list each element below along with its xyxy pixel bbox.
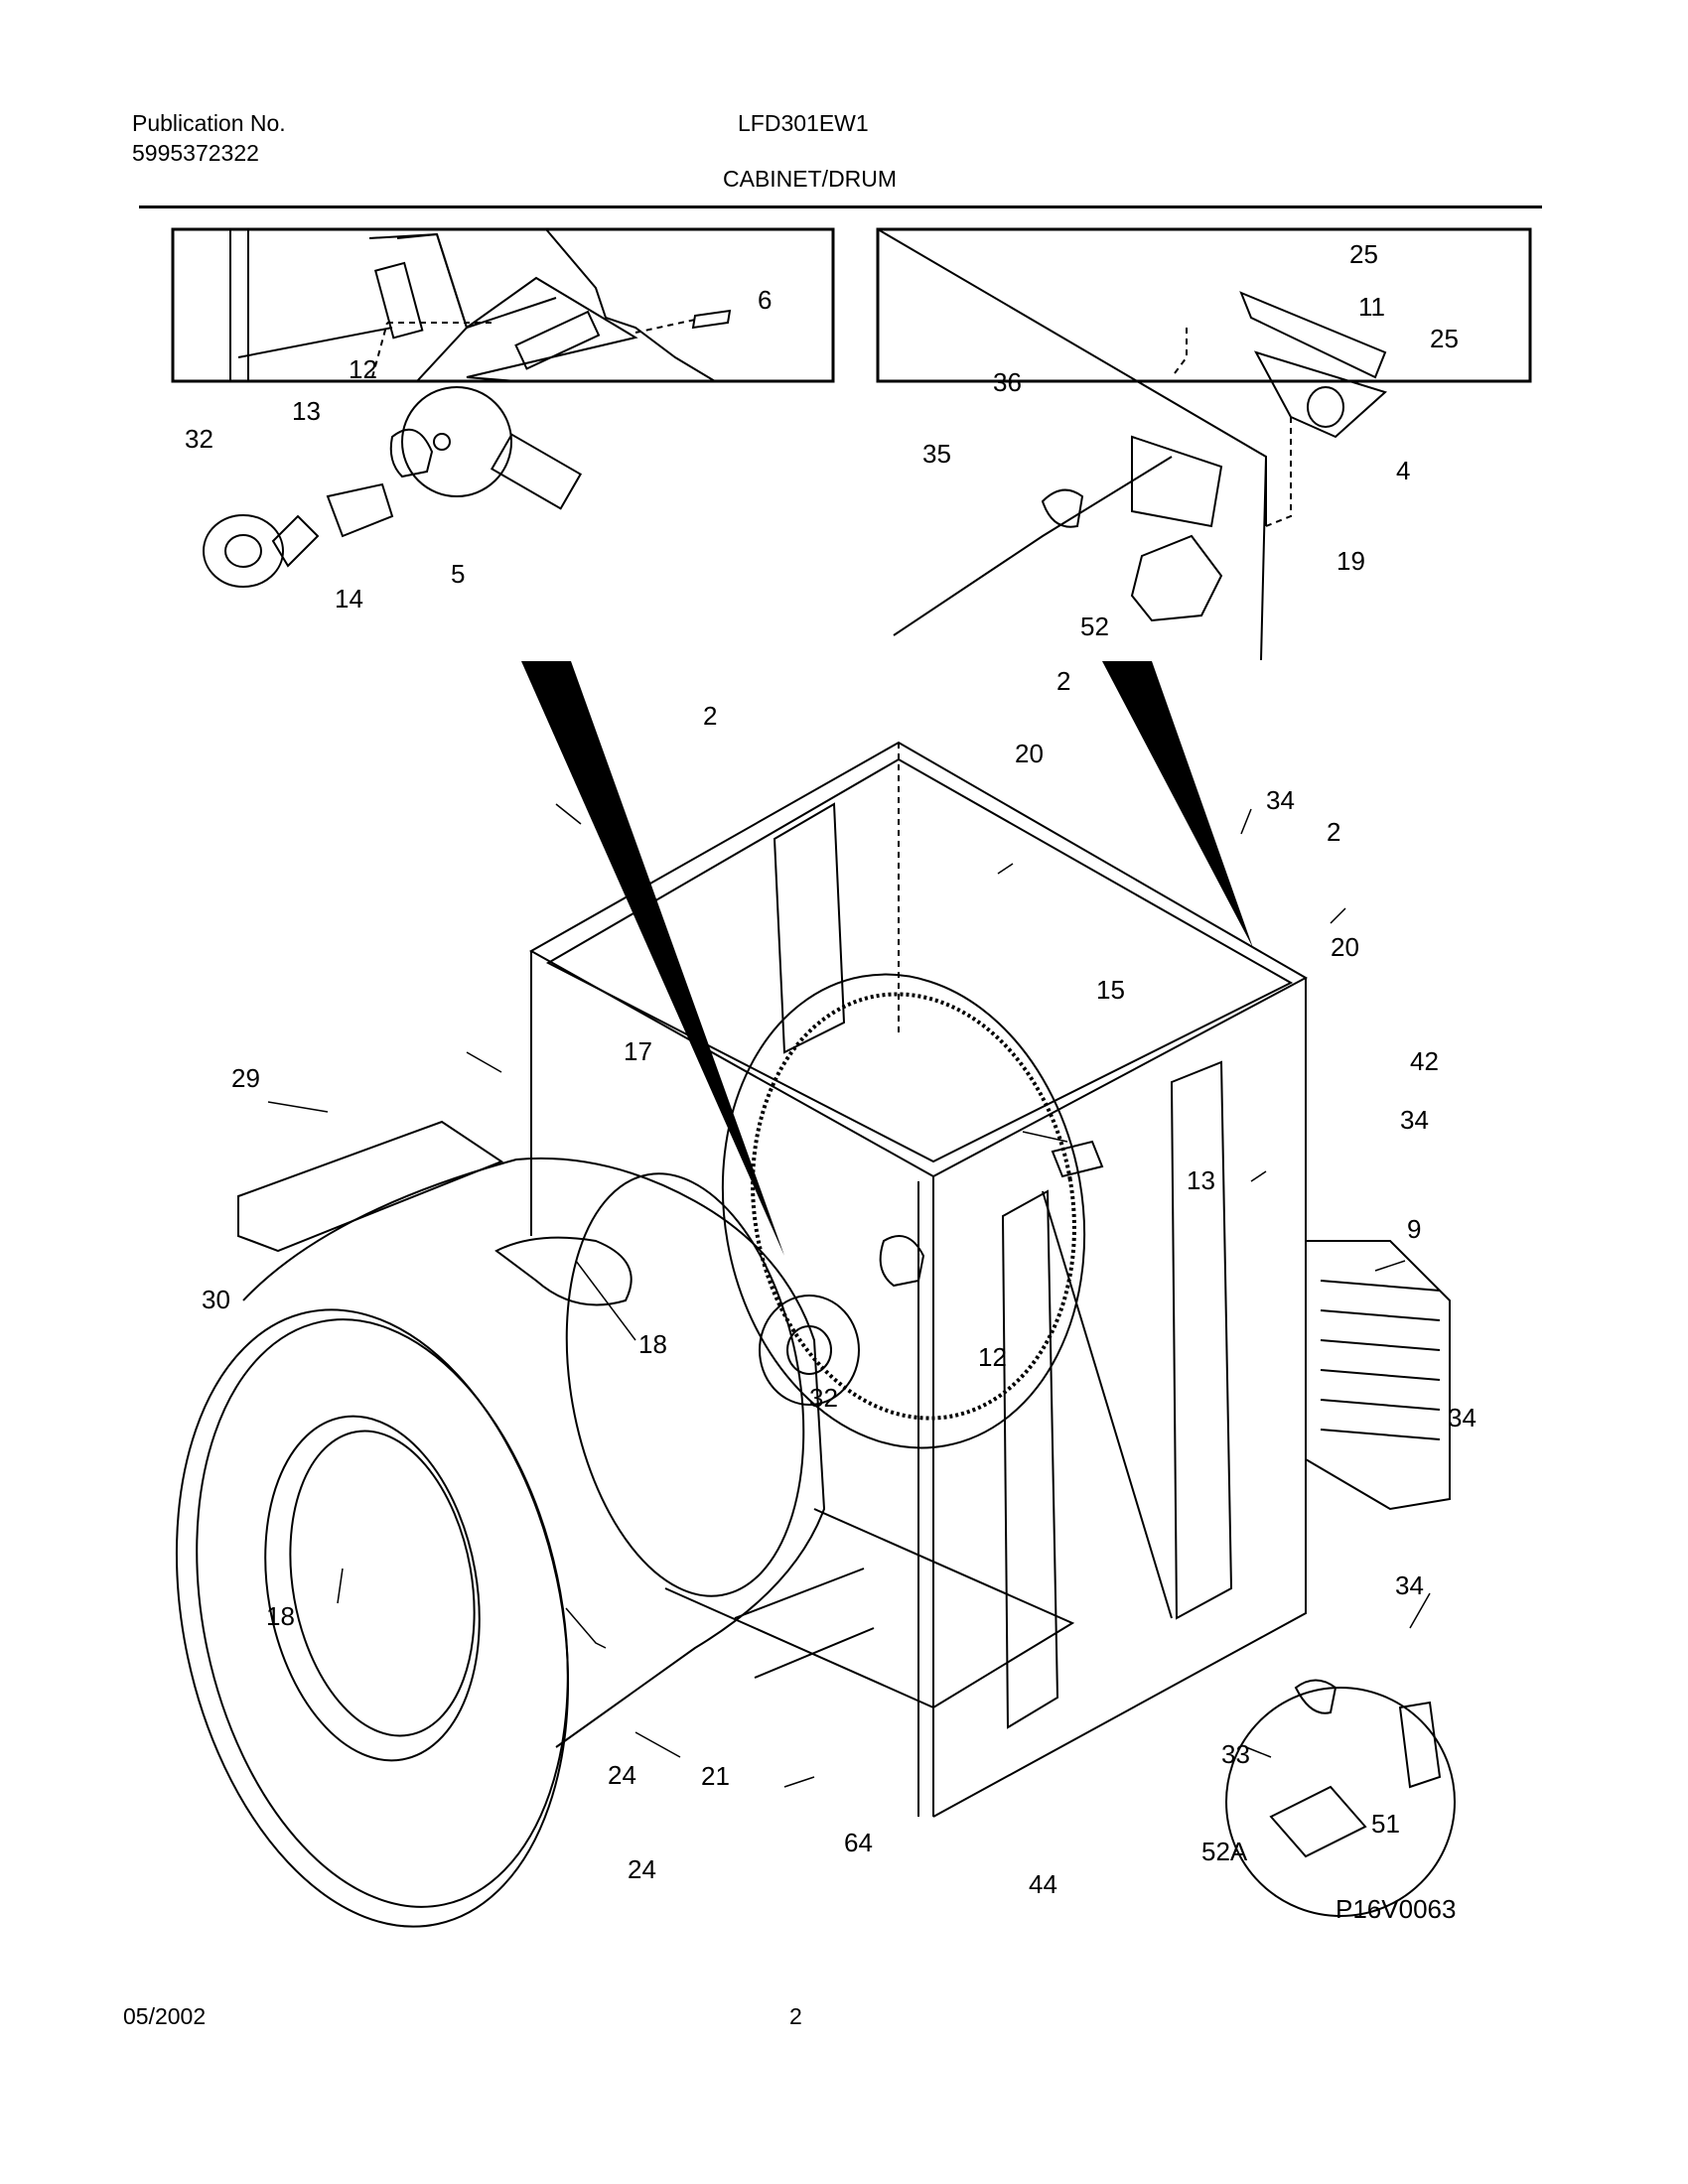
callout-label: 18 <box>266 1601 295 1631</box>
publication-label: Publication No. <box>132 110 286 136</box>
callout-label: 11 <box>1358 292 1385 322</box>
top-rail-part <box>237 1120 504 1253</box>
callout-label: 34 <box>1448 1403 1477 1433</box>
callout-label: 2 <box>1327 817 1340 847</box>
callout-label: 5 <box>451 559 465 589</box>
callout-label: 33 <box>1221 1739 1250 1769</box>
inset-heater-area <box>876 227 1532 661</box>
inset-pointer-right <box>1102 661 1253 948</box>
callout-label: 51 <box>1371 1809 1400 1839</box>
callout-label: 20 <box>1331 932 1359 962</box>
page-number: 2 <box>789 2003 802 2029</box>
callout-label: 34 <box>1266 785 1295 815</box>
section-title: CABINET/DRUM <box>723 166 898 192</box>
callout-label: 34 <box>1395 1570 1424 1600</box>
figure-code: P16V0063 <box>1336 1894 1457 1924</box>
callout-label: 34 <box>1400 1105 1429 1135</box>
magnified-detail-circle <box>1225 1679 1456 1917</box>
header-rule <box>139 205 1542 208</box>
callout-labels: 6 12 13 32 14 5 25 11 25 36 35 4 19 52 2… <box>185 239 1477 1899</box>
callout-label: 30 <box>202 1285 230 1314</box>
callout-label: 21 <box>701 1761 730 1791</box>
callout-label: 2 <box>703 701 717 731</box>
callout-label: 12 <box>349 354 377 384</box>
model-number: LFD301EW1 <box>738 110 869 136</box>
callout-label: 24 <box>628 1854 656 1884</box>
callout-label: 9 <box>1407 1214 1421 1244</box>
footer-date: 05/2002 <box>123 2003 207 2029</box>
callout-label: 32 <box>809 1383 838 1413</box>
inset-pointer-left <box>521 661 784 1256</box>
callout-label: 29 <box>231 1063 260 1093</box>
publication-number: 5995372322 <box>132 140 259 166</box>
drum <box>175 1157 826 1928</box>
callout-label: 18 <box>638 1329 667 1359</box>
callout-label: 15 <box>1096 975 1125 1005</box>
callout-label: 13 <box>292 396 321 426</box>
callout-label: 19 <box>1336 546 1365 576</box>
callout-label: 25 <box>1430 324 1459 353</box>
callout-label: 6 <box>758 285 772 315</box>
callout-label: 13 <box>1187 1165 1215 1195</box>
callout-label: 20 <box>1015 739 1044 768</box>
callout-label: 24 <box>608 1760 636 1790</box>
callout-label: 52 <box>1080 612 1109 641</box>
callout-label: 4 <box>1396 456 1410 485</box>
cabinet <box>528 741 1309 1818</box>
rear-bulkhead <box>721 973 1173 1619</box>
callout-label: 35 <box>922 439 951 469</box>
callout-label: 17 <box>624 1036 652 1066</box>
callout-label: 14 <box>335 584 363 614</box>
callout-label: 64 <box>844 1828 873 1857</box>
callout-label: 42 <box>1410 1046 1439 1076</box>
callout-label: 32 <box>185 424 213 454</box>
callout-label: 44 <box>1029 1869 1057 1899</box>
callout-label: 52A <box>1201 1837 1248 1866</box>
leader-lines <box>267 803 1431 1788</box>
rear-vent-panel <box>1305 1240 1451 1511</box>
callout-label: 2 <box>1056 666 1070 696</box>
callout-label: 25 <box>1349 239 1378 269</box>
callout-label: 36 <box>993 367 1022 397</box>
inset-rear-bearing <box>171 227 835 588</box>
callout-label: 12 <box>978 1342 1007 1372</box>
